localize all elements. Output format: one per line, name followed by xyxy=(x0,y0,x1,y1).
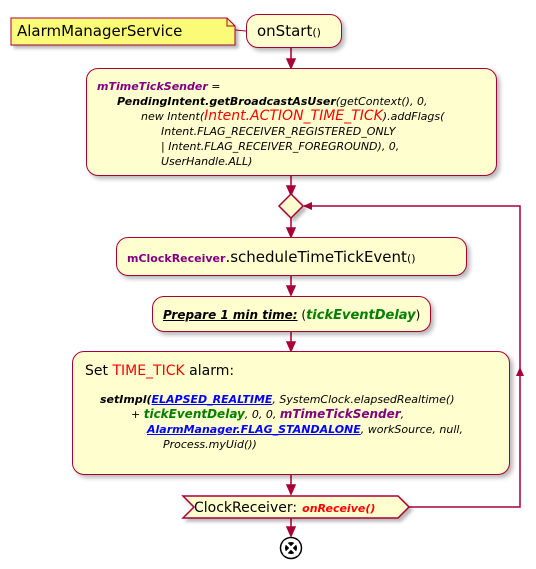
alarm-title-prefix: Set xyxy=(85,363,113,379)
on-receive-method: onReceive() xyxy=(302,502,376,515)
set-impl-rest1: , SystemClock.elapsedRealtime() xyxy=(272,393,455,406)
tick-event-delay: tickEventDelay xyxy=(306,308,416,323)
set-time-tick-alarm-box: Set TIME_TICK alarm: setImpl(ELAPSED_REA… xyxy=(72,351,510,475)
prepare-label: Prepare 1 min time: xyxy=(163,308,298,322)
time-tick-sender-box: mTimeTickSender = PendingIntent.getBroad… xyxy=(86,68,497,176)
schedule-dot: . xyxy=(225,248,231,266)
user-handle-all: UserHandle.ALL) xyxy=(161,155,253,168)
prepare-close: ) xyxy=(415,308,421,322)
action-time-tick: Intent.ACTION_TIME_TICK xyxy=(204,108,383,124)
plus-sign: + xyxy=(131,408,144,421)
new-intent-text: new Intent( xyxy=(141,110,205,123)
clock-receiver-var: mClockReceiver xyxy=(127,252,226,265)
sender-var: mTimeTickSender xyxy=(97,80,208,93)
prepare-open: ( xyxy=(297,308,307,322)
schedule-time-tick-box: mClockReceiver.scheduleTimeTickEvent() xyxy=(116,237,467,276)
get-broadcast-call: PendingIntent.getBroadcastAsUser xyxy=(117,95,336,108)
merge-diamond xyxy=(277,192,305,220)
note-shape xyxy=(10,17,247,46)
flag-registered-only: Intent.FLAG_RECEIVER_REGISTERED_ONLY xyxy=(161,125,396,138)
start-box: onStart() xyxy=(246,14,342,48)
start-parens: () xyxy=(312,26,321,39)
add-flags-text: ).addFlags( xyxy=(382,110,445,123)
loop-connector xyxy=(304,205,521,508)
condition-hexagon xyxy=(181,495,411,519)
flag-foreground: | Intent.FLAG_RECEIVER_FOREGROUND), 0, xyxy=(161,140,400,153)
set-impl-rest2: , 0, 0, xyxy=(244,408,280,421)
end-node xyxy=(279,536,303,560)
on-receive-condition: ClockReceiver: onReceive() xyxy=(194,497,375,519)
alarm-title-suffix: alarm: xyxy=(184,363,235,379)
set-impl-comma: , xyxy=(400,408,405,421)
set-impl-rest3: , workSource, null, xyxy=(360,423,463,436)
start-method: onStart xyxy=(257,22,313,40)
clock-receiver-label: ClockReceiver: xyxy=(194,500,298,516)
prepare-delay-box: Prepare 1 min time: (tickEventDelay) xyxy=(152,296,431,332)
alarm-title-key: TIME_TICK xyxy=(112,363,185,379)
process-uid: Process.myUid()) xyxy=(163,438,257,451)
get-broadcast-args: (getContext(), 0, xyxy=(335,95,428,108)
set-impl-call: setImpl( xyxy=(100,393,152,406)
elapsed-realtime-link[interactable]: ELAPSED_REALTIME xyxy=(151,393,273,406)
flow-arrows xyxy=(285,47,297,538)
schedule-parens: () xyxy=(406,252,416,265)
service-note-label: AlarmManagerService xyxy=(17,22,183,40)
loop-mid-arrowhead xyxy=(516,367,524,376)
flag-standalone-link[interactable]: AlarmManager.FLAG_STANDALONE xyxy=(147,423,361,436)
sender-eq: = xyxy=(207,80,221,93)
alarm-delay-var: tickEventDelay xyxy=(143,407,245,421)
schedule-method: scheduleTimeTickEvent xyxy=(230,248,407,266)
loop-arrowhead xyxy=(303,202,312,210)
alarm-sender-var: mTimeTickSender xyxy=(279,407,401,421)
